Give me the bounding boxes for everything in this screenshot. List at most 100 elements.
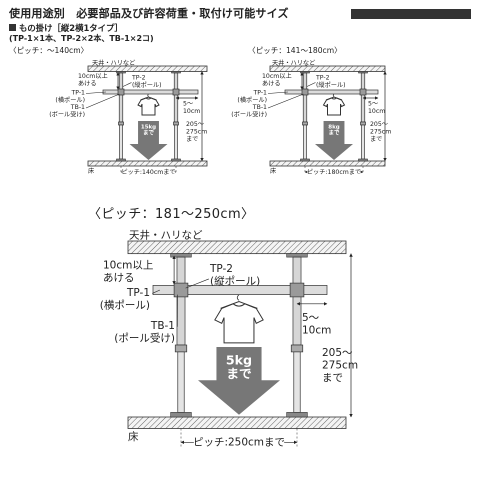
pitch-label-bg [307,167,361,175]
tp2-label-line-1: TP-2 [315,75,330,82]
tp1-leader [152,289,161,294]
pole-upper [292,256,302,346]
horizontal-bar [102,89,199,95]
pole-joint [360,121,366,126]
gap-label-line-1: 10cm以上 [78,72,108,80]
tb1-leader [267,93,304,109]
tp1-label-line-2: (横ポール) [55,96,85,104]
overhang-label-line-2: 10cm [302,325,331,337]
height-label-line-3: まで [322,372,343,384]
pole-receiver-2 [172,88,180,96]
pole-lower [303,124,307,160]
pole-upper [302,72,308,123]
height-label-line-1: 205〜 [186,121,204,128]
pole-joint [173,121,179,126]
vertical-pole-2 [358,71,368,162]
pole-bottom-pad [170,412,192,418]
ceiling-slab [87,65,208,72]
ceiling-label: 天井・ハリなど [272,59,315,67]
tp1-label-line-2: (横ポール) [237,96,267,104]
pole-receiver-1 [301,88,309,96]
page-title: 使用用途別 必要部品及び許容荷重・取付け可能サイズ [9,7,289,20]
pole-receiver-1 [117,88,125,96]
overhang-label-line-1: 5〜 [302,312,320,324]
tb1-label-line-2: (ボール受け) [231,110,267,118]
pole-joint [302,121,308,126]
load-label-line-1: 15kg [141,125,156,131]
vertical-pole-1 [170,253,192,418]
square-bullet-icon [9,24,16,31]
tb1-leader [85,93,120,109]
tp2-leader [185,278,209,289]
parts-list: (TP-1×1本、TP-2×2本、TB-1×2コ) [9,34,154,43]
tp2-leader [122,82,132,87]
shirt-icon [137,93,160,116]
gap-label-line-1: 10cm以上 [262,72,292,80]
hanger-hook [236,294,240,301]
pole-joint [174,344,188,353]
tp2-label-line-1: TP-2 [131,75,146,82]
height-label-line-2: 275cm [370,128,391,135]
hanger-hook [147,93,149,97]
pole-upper [118,72,124,123]
shirt-body [137,97,160,116]
tp2-leader [306,82,316,87]
overhang-label-line-1: 5〜 [183,101,193,108]
tp2-label-line-1: TP-2 [209,263,233,275]
tb1-label-line-2: (ポール受け) [114,333,175,345]
floor-slab [269,160,386,167]
vertical-pole-1 [116,71,126,162]
diagram-pitch-180: 8kgまで天井・ハリなど10cm以上あけるTP-2(縦ポール)TP-1(横ポール… [231,59,391,176]
vertical-pole-2 [286,253,308,418]
pole-upper [173,72,179,123]
section-title: もの掛け［縦2横1タイプ］ [9,22,123,34]
pole-bottom-pad [358,158,368,162]
load-label-line-2: まで [328,129,340,137]
tp1-leader [267,91,289,94]
gap-label-line-2: あける [103,272,135,284]
shirt-body [322,97,346,116]
gap-label-line-2: あける [78,80,97,87]
pole-lower [119,124,123,160]
section-title-text: もの掛け［縦2横1タイプ］ [19,23,123,33]
pole-joint [118,121,124,126]
pitch-label: ピッチ:140cmまで [121,169,175,176]
height-label-line-3: まで [370,136,382,143]
floor-slab [87,160,208,167]
load-label-line-2: まで [143,129,155,137]
load-label-line-2: まで [226,366,252,381]
pole-bottom-pad [286,412,308,418]
tp2-label-line-2: (縦ポール) [316,81,346,89]
tb1-label-line-1: TB-1 [150,320,175,332]
page-header: 使用用途別 必要部品及び許容荷重・取付け可能サイズ [9,4,471,24]
pole-bottom-pad [171,158,181,162]
ceiling-slab [127,240,347,255]
floor-slab [127,416,347,429]
floor-label: 床 [88,167,94,175]
floor-label: 床 [128,430,139,443]
pitch-label: ピッチ:180cmまで [307,169,361,176]
diagram-pitch-140: 15kgまで天井・ハリなど10cm以上あけるTP-2(縦ポール)TP-1(横ポー… [49,59,208,176]
height-label-line-2: 275cm [186,128,207,135]
tp1-label-line-1: TP-1 [126,287,150,299]
vertical-pole-2 [171,71,181,162]
gap-label-line-2: あける [262,80,281,87]
pole-lower [174,124,178,160]
pole-receiver-1 [173,282,189,298]
load-arrow [315,121,353,160]
tp1-label-line-1: TP-1 [252,90,267,97]
pole-bottom-pad [300,158,310,162]
tb1-label-line-2: (ボール受け) [49,110,85,118]
height-label-line-1: 205〜 [322,347,353,359]
pitch-heading-2: 〈ピッチ：141〜180cm〉 [248,46,342,55]
ceiling-label: 天井・ハリなど [92,59,135,67]
pitch-heading-3: 〈ピッチ：181〜250cm〉 [88,207,255,222]
height-label-line-3: まで [186,136,198,143]
tb1-label-line-1: TB-1 [70,104,85,111]
tp1-label-line-2: (横ポール) [100,298,150,311]
overhang-label-line-2: 10cm [183,108,200,115]
load-arrow [198,347,280,415]
tp1-label-line-1: TP-1 [70,90,85,97]
ceiling-slab [269,65,386,72]
